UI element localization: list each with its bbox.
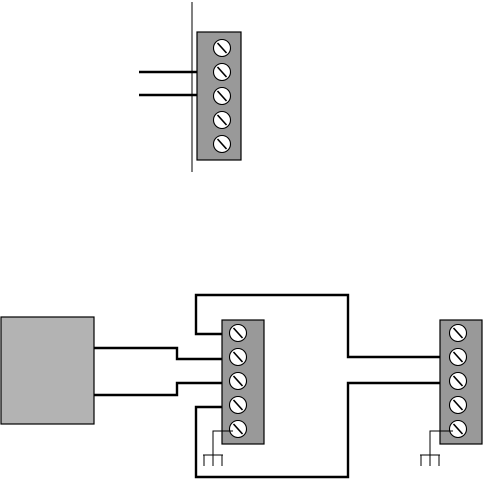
- screw-terminal-icon: [450, 325, 467, 342]
- top-terminal-block: [197, 32, 241, 160]
- right-terminal-block: [440, 320, 482, 444]
- screw-terminal-icon: [230, 373, 247, 390]
- screw-terminal-icon: [230, 325, 247, 342]
- screw-terminal-icon: [450, 421, 467, 438]
- screw-terminal-icon: [450, 373, 467, 390]
- top-figure: [139, 2, 241, 172]
- device-wire-upper: [94, 348, 233, 359]
- screw-terminal-icon: [214, 40, 231, 57]
- screw-terminal-icon: [214, 64, 231, 81]
- screw-terminal-icon: [230, 349, 247, 366]
- screw-terminal-icon: [214, 112, 231, 129]
- left-terminal-block: [222, 320, 264, 444]
- screw-terminal-icon: [214, 88, 231, 105]
- device-box: [1, 317, 94, 424]
- screw-terminal-icon: [230, 421, 247, 438]
- screw-terminal-icon: [450, 349, 467, 366]
- screw-terminal-icon: [214, 136, 231, 153]
- device-wire-lower: [94, 383, 233, 395]
- bottom-figure: [1, 295, 482, 477]
- screw-terminal-icon: [230, 397, 247, 414]
- screw-terminal-icon: [450, 397, 467, 414]
